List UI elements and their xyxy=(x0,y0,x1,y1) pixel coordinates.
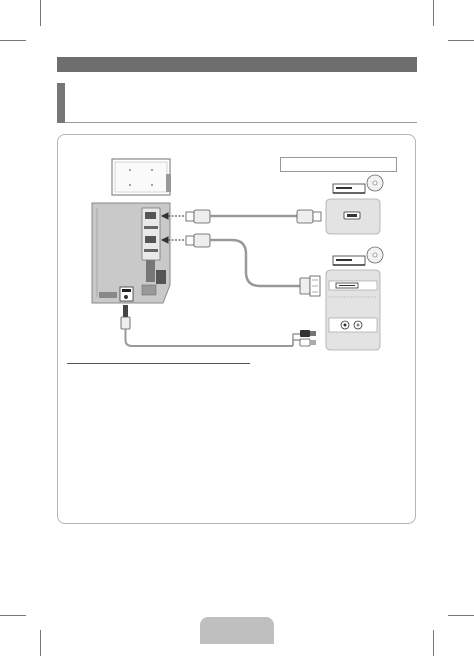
crop-mark-bottom-right-h xyxy=(448,615,474,616)
diagram-caption-rule xyxy=(67,363,250,364)
section-heading-tab xyxy=(57,83,65,123)
hdmi-cable xyxy=(185,209,322,224)
section-heading-rule xyxy=(65,122,417,123)
crop-mark-bottom-right-v xyxy=(433,630,434,656)
crop-mark-top-left-h xyxy=(0,40,26,41)
audio-cable xyxy=(120,305,316,347)
device-label-box xyxy=(280,157,397,172)
port-arrows xyxy=(160,212,186,244)
crop-mark-top-right-h xyxy=(448,40,474,41)
bluray-player-icon-bottom xyxy=(332,246,384,266)
pc-dvi-device-box xyxy=(325,269,381,351)
hdmi-device-box xyxy=(325,198,381,235)
bluray-player-icon-top xyxy=(332,174,384,194)
crop-mark-top-left-v xyxy=(40,0,41,26)
tv-thumbnail xyxy=(111,158,171,196)
page-number-tab xyxy=(200,617,274,644)
dvi-cable xyxy=(185,233,321,297)
header-bar xyxy=(57,57,417,72)
crop-mark-bottom-left-h xyxy=(0,615,26,616)
tv-back-panel xyxy=(91,202,171,304)
crop-mark-top-right-v xyxy=(433,0,434,26)
crop-mark-bottom-left-v xyxy=(40,630,41,656)
section-heading xyxy=(57,83,417,123)
